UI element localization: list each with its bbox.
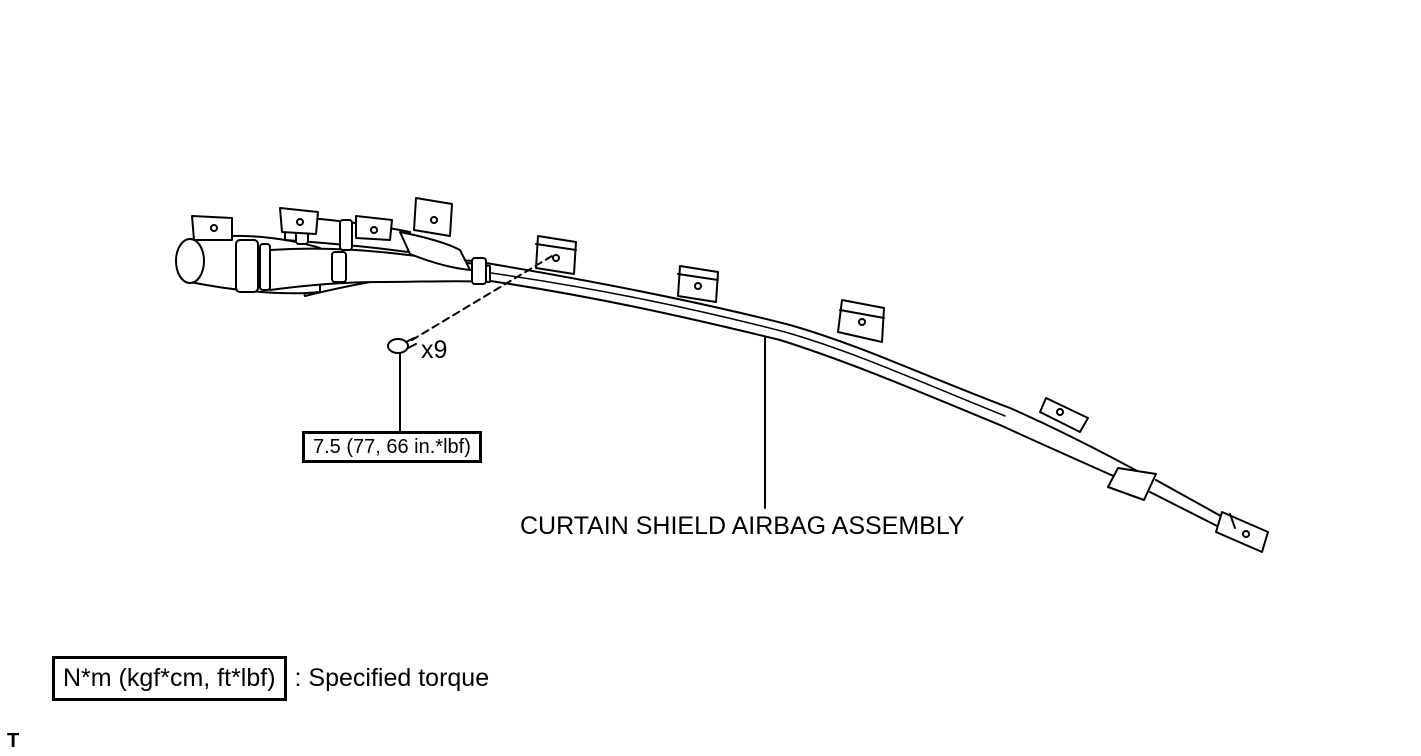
- torque-spec-box: 7.5 (77, 66 in.*lbf): [302, 431, 482, 463]
- quantity-label: x9: [421, 336, 448, 364]
- legend-unit-box: N*m (kgf*cm, ft*lbf): [52, 656, 287, 701]
- legend-unit-text: N*m (kgf*cm, ft*lbf): [63, 664, 276, 692]
- mounting-tabs: [535, 235, 1089, 433]
- bolt-icon: [387, 337, 417, 354]
- corner-mark: T: [7, 730, 20, 752]
- inflator-assembly: [175, 197, 491, 295]
- torque-spec-value: 7.5 (77, 66 in.*lbf): [313, 435, 471, 458]
- torque-legend: N*m (kgf*cm, ft*lbf) : Specified torque: [52, 656, 489, 701]
- airbag-tube: [299, 258, 1269, 553]
- installation-dashed-line: [411, 255, 553, 341]
- legend-description: : Specified torque: [294, 664, 490, 692]
- part-name-label: CURTAIN SHIELD AIRBAG ASSEMBLY: [520, 512, 965, 540]
